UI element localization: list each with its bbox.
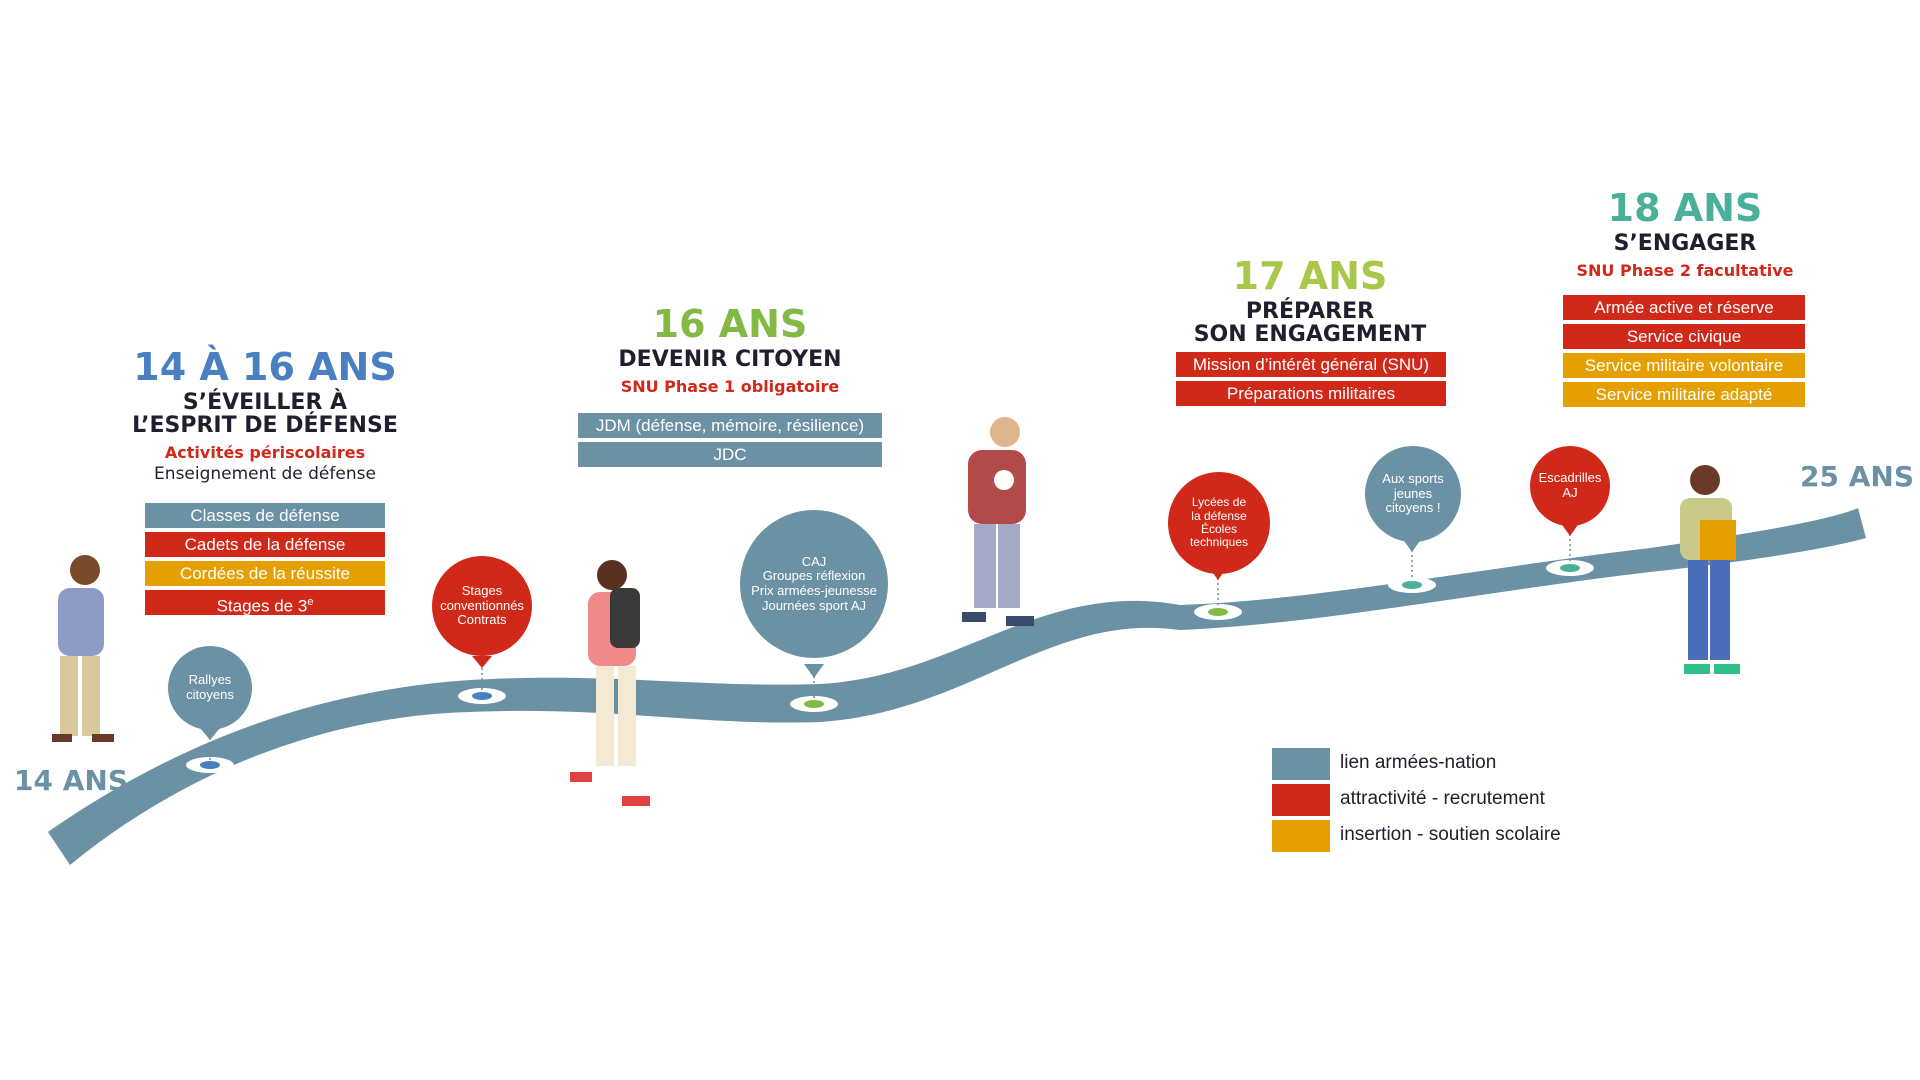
stage-3-item: Mission d’intérêt général (SNU) <box>1176 352 1446 377</box>
path-end-label: 25 ANS <box>1800 460 1914 493</box>
stage-3-age: 17 ANS <box>1232 254 1388 298</box>
bubble-sports-text: Aux sports jeunes citoyens ! <box>1382 471 1444 516</box>
legend-swatch-lien <box>1272 748 1330 780</box>
stage-2-title: DEVENIR CITOYEN <box>618 347 842 372</box>
bubble-caj: CAJ Groupes réflexion Prix armées-jeunes… <box>740 510 888 658</box>
stage-1-item: Cadets de la défense <box>145 532 385 557</box>
legend-swatch-attractivite <box>1272 784 1330 816</box>
legend: lien armées-nation attractivité - recrut… <box>1270 748 1610 858</box>
road-shape <box>48 508 1866 865</box>
stage-4-item: Service militaire adapté <box>1563 382 1805 407</box>
stage-1-title-line2: L’ESPRIT DE DÉFENSE <box>132 413 398 439</box>
stage-1-age: 14 À 16 ANS <box>133 345 397 389</box>
stage-4-item: Armée active et réserve <box>1563 295 1805 320</box>
bubble-escadrilles-text: Escadrilles AJ <box>1538 470 1602 500</box>
stage-4-item: Service militaire volontaire <box>1563 353 1805 378</box>
stage-4-title: S’ENGAGER <box>1613 231 1757 256</box>
person-figure-1 <box>52 555 114 742</box>
stage-4: 18 ANS S’ENGAGER SNU Phase 2 facultative <box>1545 186 1825 280</box>
bubble-stages: Stages conventionnés Contrats <box>432 556 532 656</box>
bubble-rallyes-text: Rallyes citoyens <box>186 672 234 702</box>
bubble-lycees-text: Lycées de la défense Écoles techniques <box>1189 495 1249 550</box>
legend-label: insertion - soutien scolaire <box>1340 824 1561 845</box>
stage-4-age: 18 ANS <box>1607 186 1763 230</box>
stage-2-subtitle: SNU Phase 1 obligatoire <box>620 377 840 397</box>
stage-4-item: Service civique <box>1563 324 1805 349</box>
stage-2-item: JDC <box>578 442 882 467</box>
stage-1-item: Stages de 3e <box>145 590 385 615</box>
stage-1-item: Cordées de la réussite <box>145 561 385 586</box>
stage-1-subtitle2: Enseignement de défense <box>154 464 376 485</box>
stage-1: 14 À 16 ANS S’ÉVEILLER À L’ESPRIT DE DÉF… <box>120 345 410 484</box>
stage-2-item: JDM (défense, mémoire, résilience) <box>578 413 882 438</box>
stage-2-age: 16 ANS <box>652 302 808 346</box>
person-figure-4 <box>1680 465 1740 674</box>
legend-swatch-insertion <box>1272 820 1330 852</box>
stage-1-title-line1: S’ÉVEILLER À <box>182 390 348 415</box>
bubble-stages-text: Stages conventionnés Contrats <box>440 583 524 628</box>
stage-3-item: Préparations militaires <box>1176 381 1446 406</box>
bubble-rallyes: Rallyes citoyens <box>168 646 252 730</box>
person-figure-2 <box>570 560 650 806</box>
bubble-sports: Aux sports jeunes citoyens ! <box>1365 446 1461 542</box>
stage-1-item: Classes de défense <box>145 503 385 528</box>
legend-label: lien armées-nation <box>1340 752 1497 773</box>
stage-4-subtitle: SNU Phase 2 facultative <box>1576 261 1794 281</box>
stage-3: 17 ANS PRÉPARER SON ENGAGEMENT <box>1170 254 1450 346</box>
bubble-caj-text: CAJ Groupes réflexion Prix armées-jeunes… <box>751 553 877 613</box>
bubble-lycees: Lycées de la défense Écoles techniques <box>1168 472 1270 574</box>
stage-1-subtitle: Activités périscolaires <box>164 443 366 463</box>
path-start-label: 14 ANS <box>14 764 128 797</box>
stage-2: 16 ANS DEVENIR CITOYEN SNU Phase 1 oblig… <box>580 302 880 396</box>
stage-3-title-line1: PRÉPARER <box>1245 299 1375 324</box>
road-markers <box>186 560 1594 773</box>
bubble-escadrilles: Escadrilles AJ <box>1530 446 1610 526</box>
legend-label: attractivité - recrutement <box>1340 788 1545 809</box>
person-figure-3 <box>962 417 1034 626</box>
stage-3-title-line2: SON ENGAGEMENT <box>1193 322 1427 348</box>
